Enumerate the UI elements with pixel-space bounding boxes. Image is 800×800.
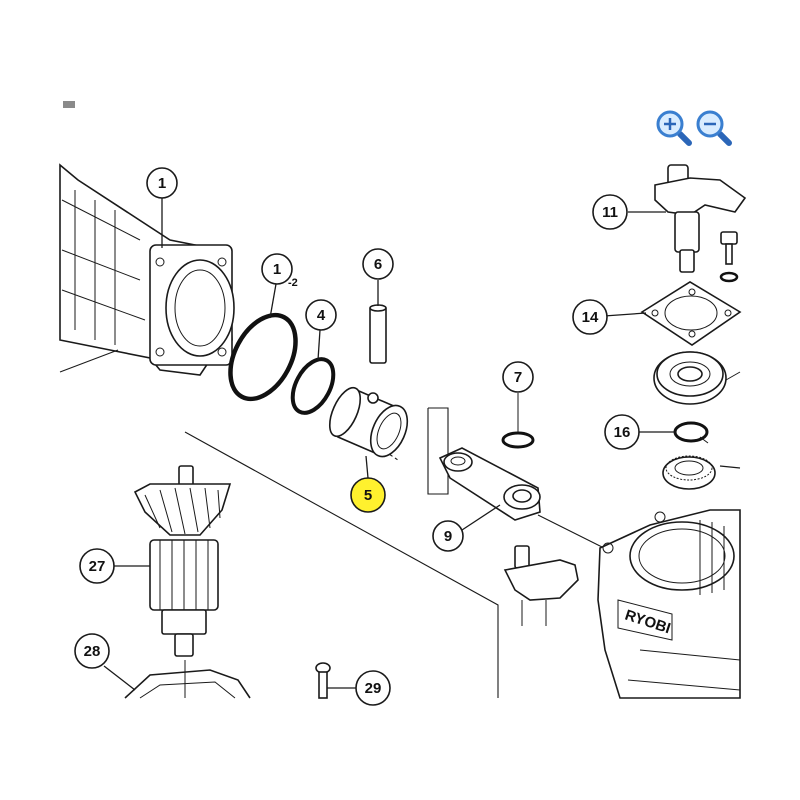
svg-text:1: 1 (273, 261, 281, 278)
svg-text:5: 5 (364, 487, 372, 504)
zoom-in-icon (656, 110, 692, 146)
assembly-guide-lines (184, 407, 605, 698)
part-5-piston (328, 386, 409, 458)
part-7-circlip (501, 393, 535, 449)
svg-text:28: 28 (84, 643, 101, 660)
part-9-connecting-rod (438, 447, 541, 521)
callout-16[interactable]: 16 (604, 414, 640, 450)
callout-1-2-suffix: -2 (288, 277, 298, 289)
part-4-o-ring (290, 357, 336, 415)
svg-text:6: 6 (374, 256, 382, 273)
crank-part (503, 545, 579, 626)
callout-11[interactable]: 11 (592, 194, 628, 230)
motor-housing-part: RYOBI (597, 509, 741, 699)
leader-lines (103, 198, 741, 691)
ball-bearing-part (653, 351, 741, 405)
svg-text:16: 16 (614, 424, 631, 441)
part-27-armature (133, 465, 232, 657)
callout-5-highlighted[interactable]: 5 (350, 477, 386, 513)
zoom-out-button[interactable] (696, 110, 732, 146)
part-1-2-o-ring (228, 312, 298, 402)
callout-6[interactable]: 6 (362, 248, 394, 280)
svg-text:14: 14 (582, 309, 599, 326)
callout-9[interactable]: 9 (432, 520, 464, 552)
zoom-out-icon (696, 110, 732, 146)
part-11-crank-shaft (654, 164, 747, 273)
bolt-part (719, 231, 739, 283)
svg-text:29: 29 (365, 680, 382, 697)
part-6-pin (369, 304, 387, 364)
callout-7[interactable]: 7 (502, 361, 534, 393)
callout-27[interactable]: 27 (79, 548, 115, 584)
callout-1[interactable]: 1 (146, 167, 178, 199)
svg-text:27: 27 (89, 558, 106, 575)
svg-text:7: 7 (514, 369, 522, 386)
svg-text:4: 4 (317, 307, 326, 324)
callout-28[interactable]: 28 (74, 633, 110, 669)
part-1-housing (59, 163, 235, 376)
part-28-fan-guide (124, 660, 251, 699)
callout-4[interactable]: 4 (305, 299, 337, 331)
part-29-screw (315, 662, 331, 699)
page-marker-icon (63, 101, 75, 108)
callout-29[interactable]: 29 (355, 670, 391, 706)
callout-1-2[interactable]: 1 -2 (261, 253, 298, 289)
svg-text:11: 11 (602, 204, 618, 221)
zoom-in-button[interactable] (656, 110, 692, 146)
svg-text:1: 1 (158, 175, 166, 192)
part-16-snap-ring (673, 421, 709, 444)
needle-bearing-part (662, 455, 716, 490)
svg-text:9: 9 (444, 528, 452, 545)
callout-14[interactable]: 14 (572, 299, 608, 335)
part-14-gasket-plate (640, 281, 742, 346)
